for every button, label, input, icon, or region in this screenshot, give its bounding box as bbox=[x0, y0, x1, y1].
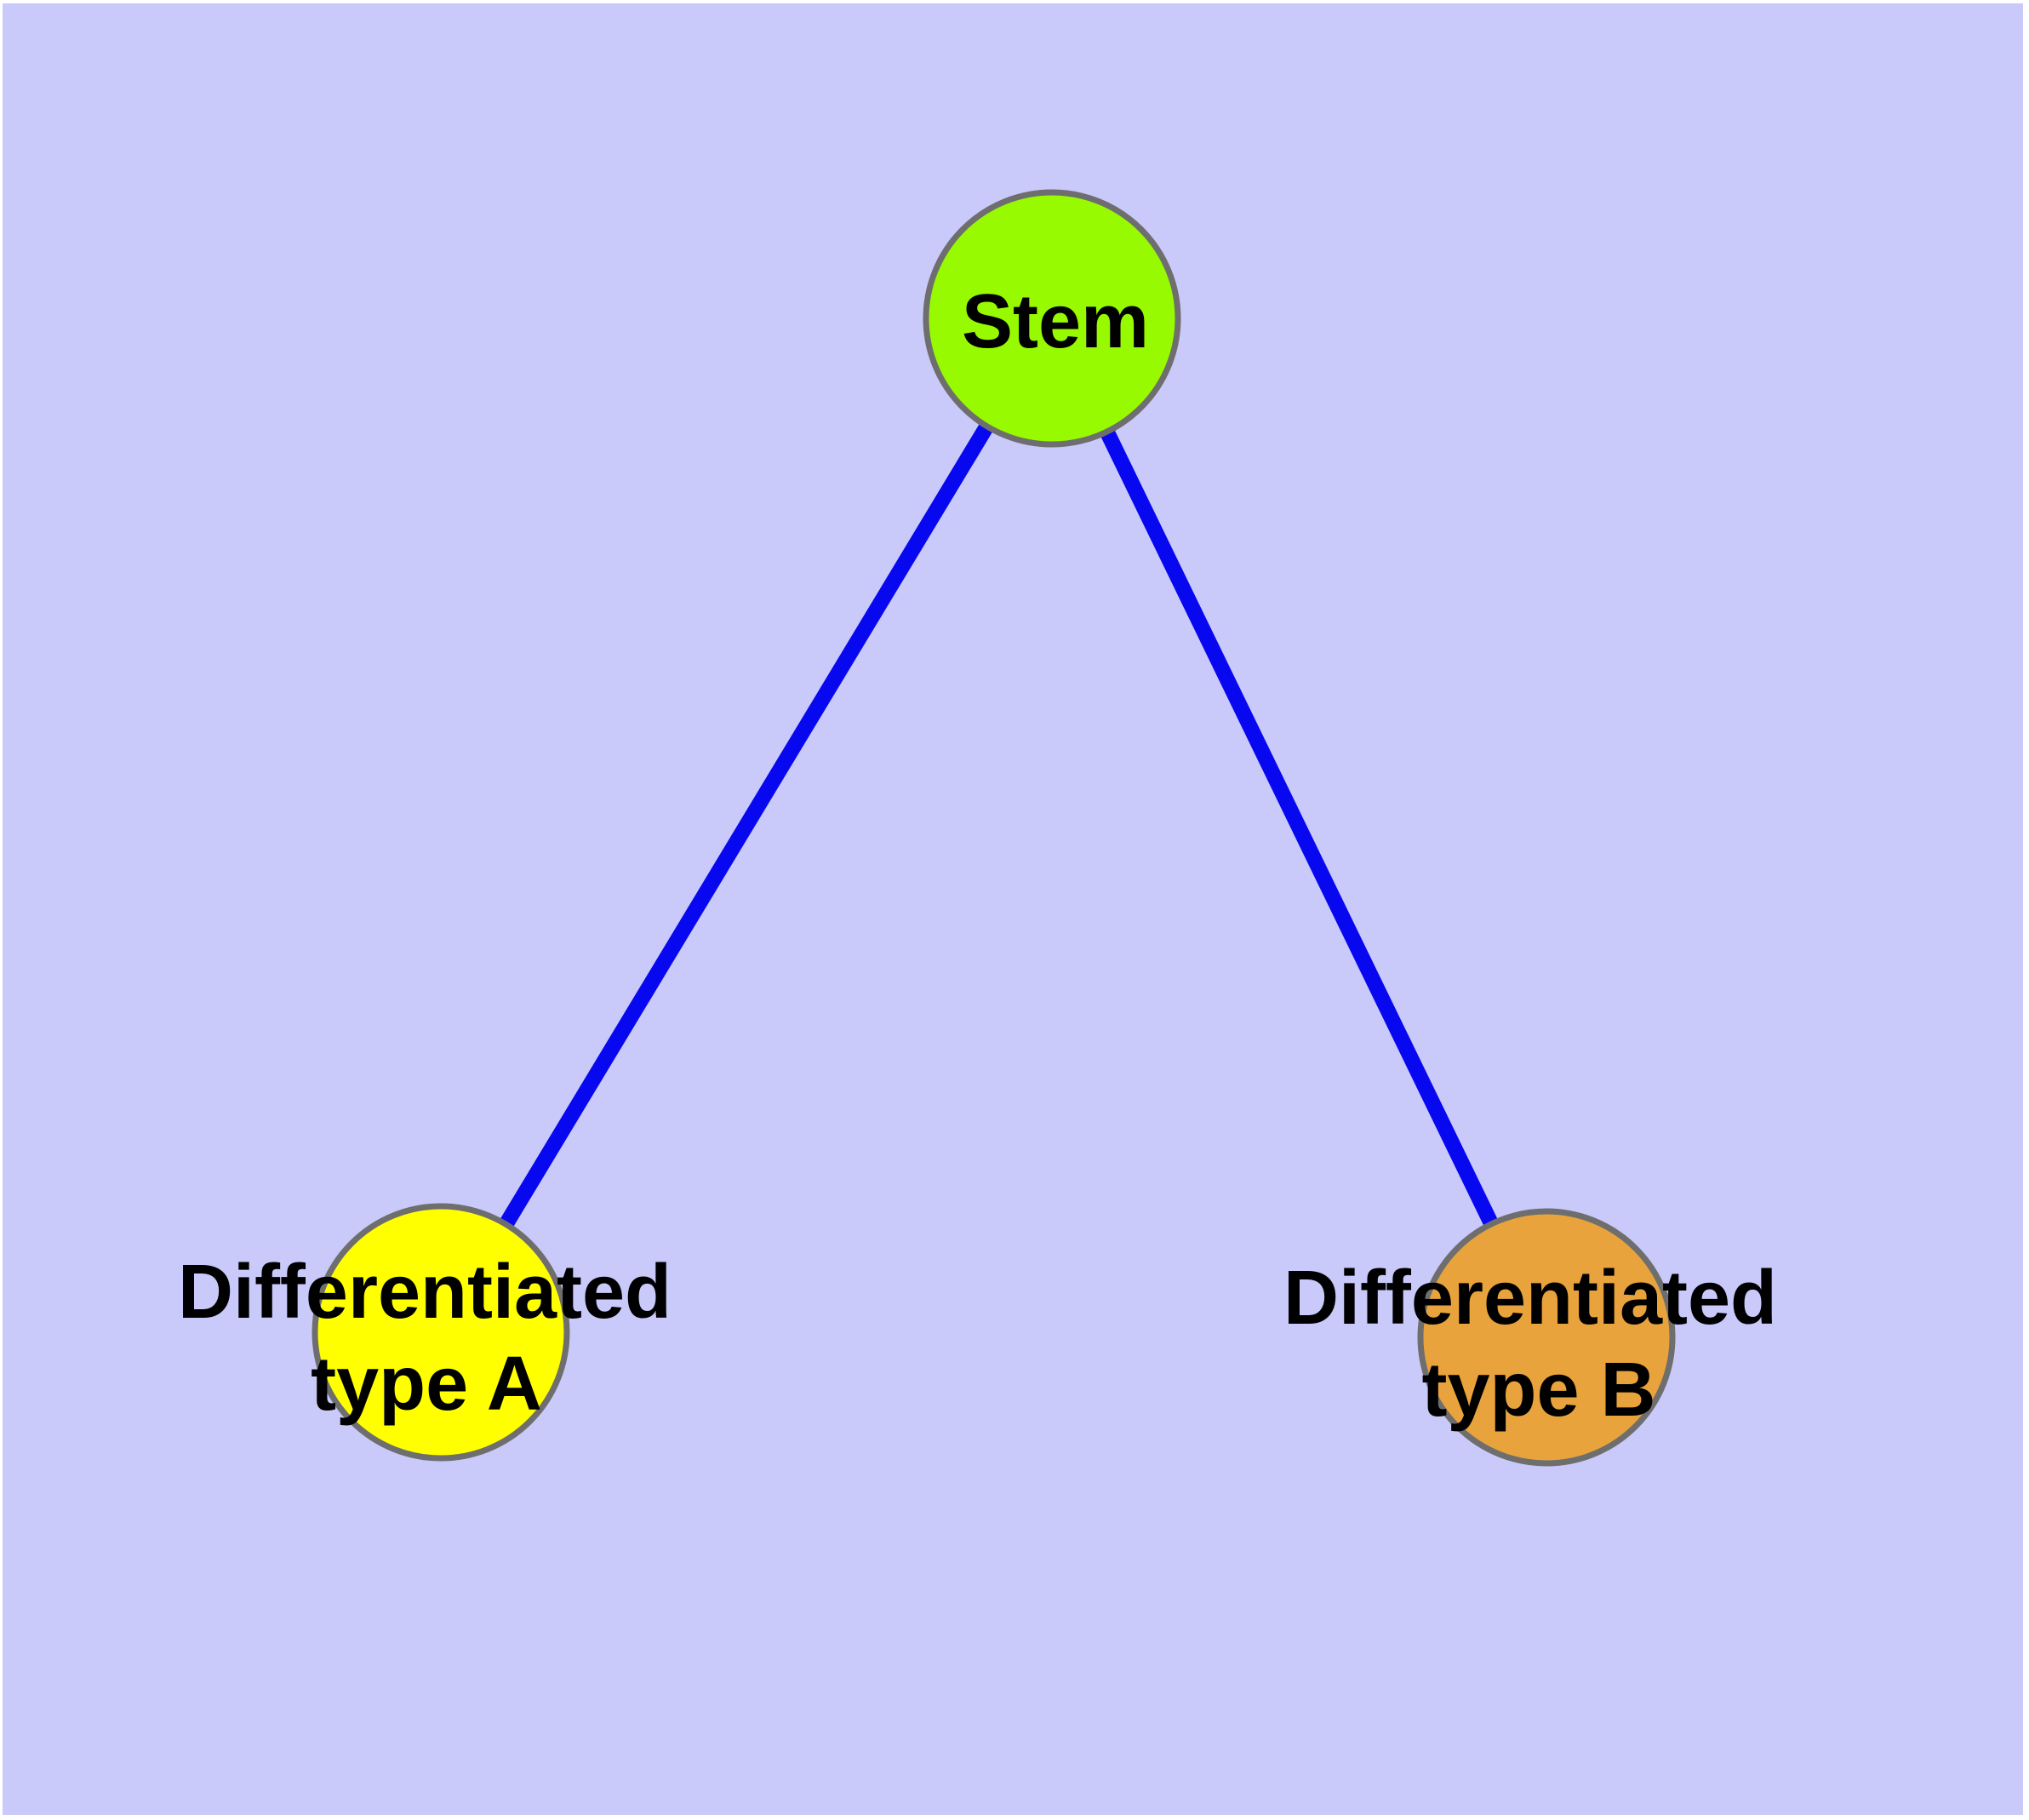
node-type-b-label-line-2: type B bbox=[1421, 1348, 1655, 1433]
node-stem bbox=[923, 189, 1181, 448]
edge-stem-to-type-b bbox=[1044, 315, 1554, 1341]
node-differentiated-type-b bbox=[1417, 1208, 1676, 1467]
node-differentiated-type-a bbox=[311, 1203, 570, 1462]
node-type-b-label-line-1: Differentiated bbox=[1283, 1256, 1777, 1341]
node-type-a-label-line-2: type A bbox=[311, 1342, 542, 1427]
node-stem-label: Stem bbox=[962, 279, 1149, 364]
node-type-a-label-line-1: Differentiated bbox=[178, 1250, 672, 1335]
edge-stem-to-type-a bbox=[434, 314, 1059, 1336]
